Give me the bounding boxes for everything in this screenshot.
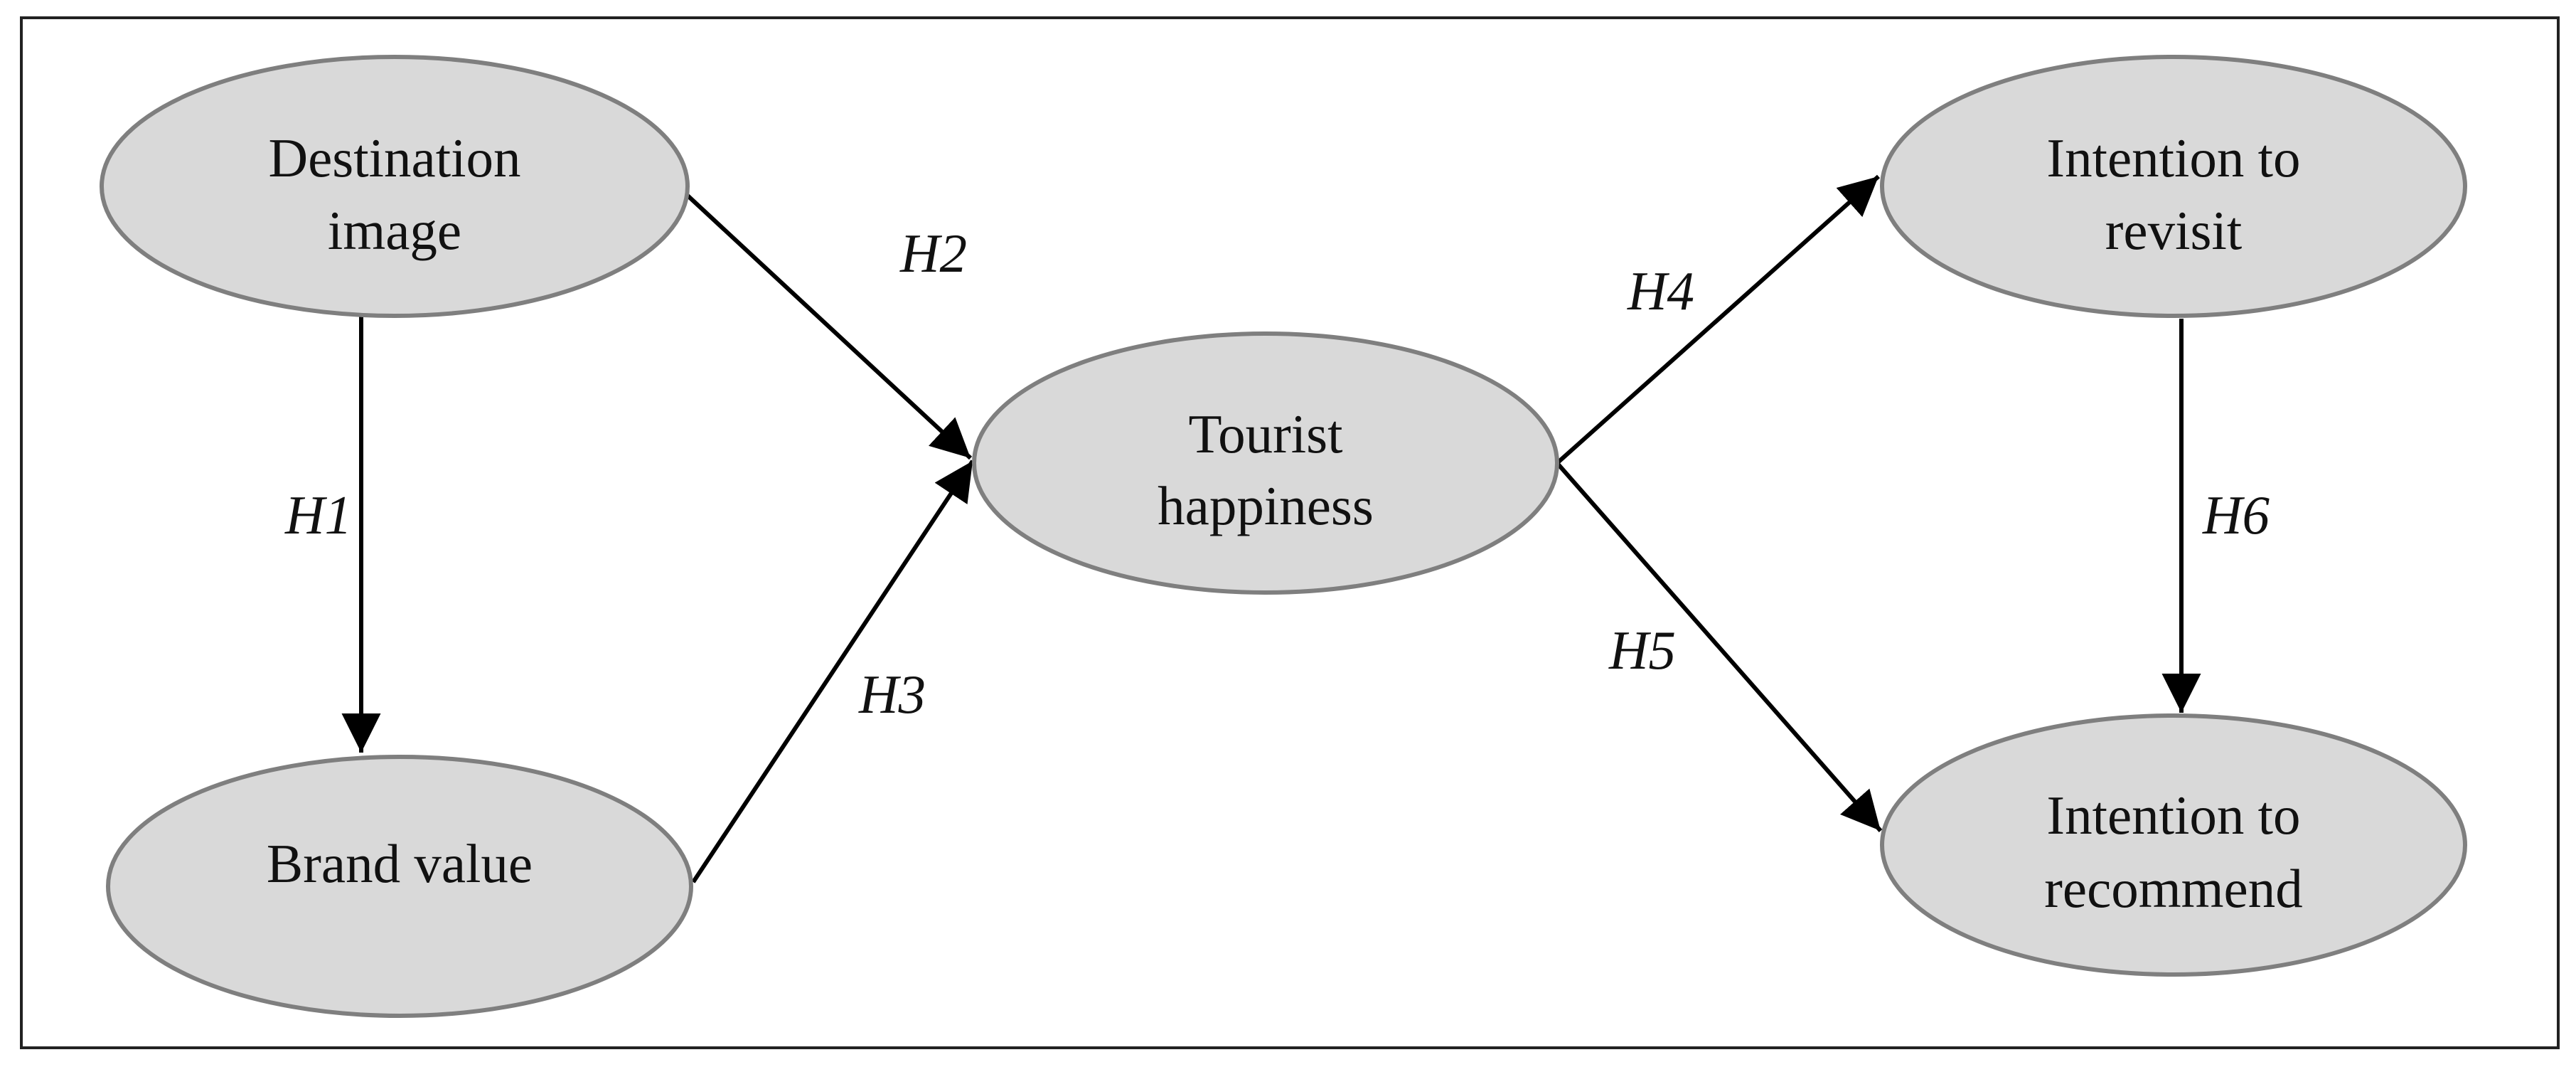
node-destination-image-line1: Destination <box>269 127 521 189</box>
arrow-h2 <box>684 192 973 460</box>
label-h6: H6 <box>2202 484 2270 546</box>
node-intention-recommend-line1: Intention to <box>2046 785 2300 846</box>
node-destination-image: Destination image <box>100 55 690 318</box>
node-tourist-happiness-line1: Tourist <box>1188 403 1342 465</box>
node-brand-value: Brand value <box>106 755 693 1018</box>
node-brand-value-line1: Brand value <box>267 833 533 894</box>
arrow-h3 <box>691 460 975 883</box>
arrow-h5 <box>1555 462 1883 832</box>
arrow-h4 <box>1556 174 1880 465</box>
label-h4: H4 <box>1627 260 1694 322</box>
label-h3: H3 <box>858 664 926 725</box>
node-intention-recommend-line2: recommend <box>2044 858 2302 919</box>
node-tourist-happiness: Tourist happiness <box>972 331 1559 595</box>
label-h5: H5 <box>1608 620 1676 681</box>
node-intention-revisit: Intention to revisit <box>1880 55 2467 318</box>
node-intention-revisit-line2: revisit <box>2105 200 2242 261</box>
label-h1: H1 <box>284 484 352 546</box>
node-destination-image-line2: image <box>328 200 461 261</box>
node-tourist-happiness-line2: happiness <box>1158 475 1374 536</box>
node-intention-recommend: Intention to recommend <box>1880 713 2467 977</box>
label-h2: H2 <box>899 223 967 284</box>
node-intention-revisit-line1: Intention to <box>2046 127 2300 189</box>
diagram-frame <box>20 16 2560 1049</box>
